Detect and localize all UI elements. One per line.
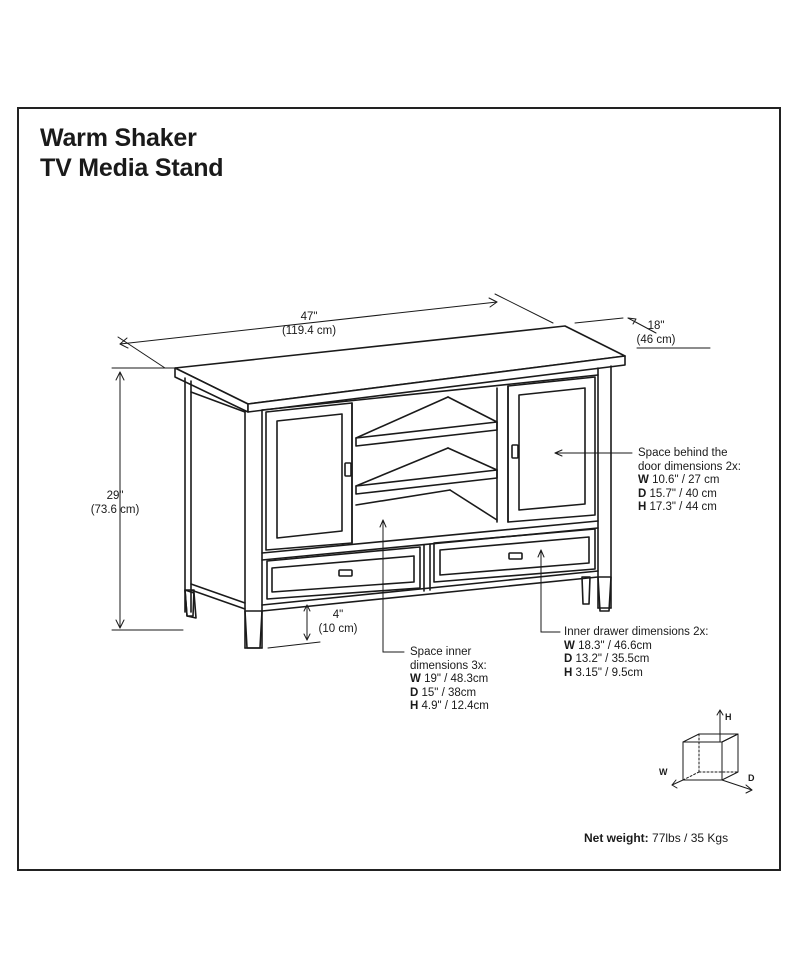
net-weight: Net weight: 77lbs / 35 Kgs [584, 831, 728, 845]
width-metric: (119.4 cm) [281, 324, 337, 337]
right-door [507, 376, 596, 523]
inner-space-d-label: D [410, 686, 419, 699]
depth-imperial: 18" [647, 320, 665, 332]
axis-w-label: W [659, 767, 668, 777]
left-side-panel [184, 377, 246, 619]
inner-space-w-value: 19" / 48.3cm [424, 673, 489, 685]
drawer-space-w-value: 18.3" / 46.6cm [578, 639, 652, 652]
right-drawer [433, 528, 596, 583]
drawer-space-d-label: D [564, 653, 573, 665]
tv-stand-top [174, 325, 626, 413]
axis-d-label: D [748, 773, 755, 783]
door-space-h-label: H [638, 501, 647, 513]
inner-space-title-1: Space inner [410, 646, 472, 658]
right-front-post [597, 365, 612, 609]
leg-imperial: 4" [332, 609, 344, 621]
front-frame [261, 374, 599, 612]
door-space-w-label: W [638, 474, 649, 486]
drawer-space-h-label: H [564, 666, 573, 679]
left-door [265, 402, 353, 551]
inner-space-specs: Space inner dimensions 3x: W 19" / 48.3c… [410, 646, 489, 714]
drawer-space-w-label: W [564, 639, 575, 652]
inner-space-h-label: H [410, 700, 419, 712]
depth-metric: (46 cm) [636, 333, 676, 346]
title-line-1: Warm Shaker [40, 124, 197, 152]
title-line-2: TV Media Stand [40, 154, 224, 182]
inner-space-h-value: 4.9" / 12.4cm [421, 700, 489, 712]
door-space-h-value: 17.3" / 44 cm [649, 501, 717, 513]
legs [184, 576, 612, 649]
inner-space-d-value: 15" / 38cm [421, 686, 477, 699]
door-space-specs: Space behind the door dimensions 2x: W 1… [638, 447, 741, 515]
door-space-title-1: Space behind the [638, 447, 728, 459]
axis-h-label: H [725, 712, 732, 722]
door-space-d-label: D [638, 487, 647, 500]
width-imperial: 47" [300, 311, 318, 323]
inner-space-title-2: dimensions 3x: [410, 659, 487, 672]
drawer-space-title: Inner drawer dimensions 2x: [564, 626, 709, 638]
leg-metric: (10 cm) [318, 622, 358, 635]
net-weight-label: Net weight: [584, 831, 649, 845]
left-drawer [266, 546, 421, 600]
dimension-lines [111, 293, 711, 653]
drawer-space-h-value: 3.15" / 9.5cm [575, 666, 643, 679]
door-space-d-value: 15.7" / 40 cm [649, 487, 717, 500]
height-metric: (73.6 cm) [90, 503, 140, 516]
axes-cube-icon [671, 709, 753, 794]
height-imperial: 29" [106, 490, 124, 502]
drawer-space-specs: Inner drawer dimensions 2x: W 18.3" / 46… [564, 626, 708, 680]
width-dimension-label: 47" (119.4 cm) [274, 311, 344, 338]
left-front-post [244, 409, 263, 649]
depth-dimension-label: 18" (46 cm) [626, 320, 686, 347]
diagram-frame [17, 107, 781, 871]
door-space-title-2: door dimensions 2x: [638, 460, 741, 473]
net-weight-value: 77lbs / 35 Kgs [652, 831, 729, 845]
leg-dimension-label: 4" (10 cm) [308, 609, 368, 636]
center-dividers [351, 385, 509, 544]
height-dimension-label: 29" (73.6 cm) [80, 490, 150, 517]
inner-space-w-label: W [410, 673, 421, 685]
door-space-w-value: 10.6" / 27 cm [652, 474, 720, 486]
center-shelves [355, 396, 498, 521]
drawer-space-d-value: 13.2" / 35.5cm [575, 653, 650, 665]
